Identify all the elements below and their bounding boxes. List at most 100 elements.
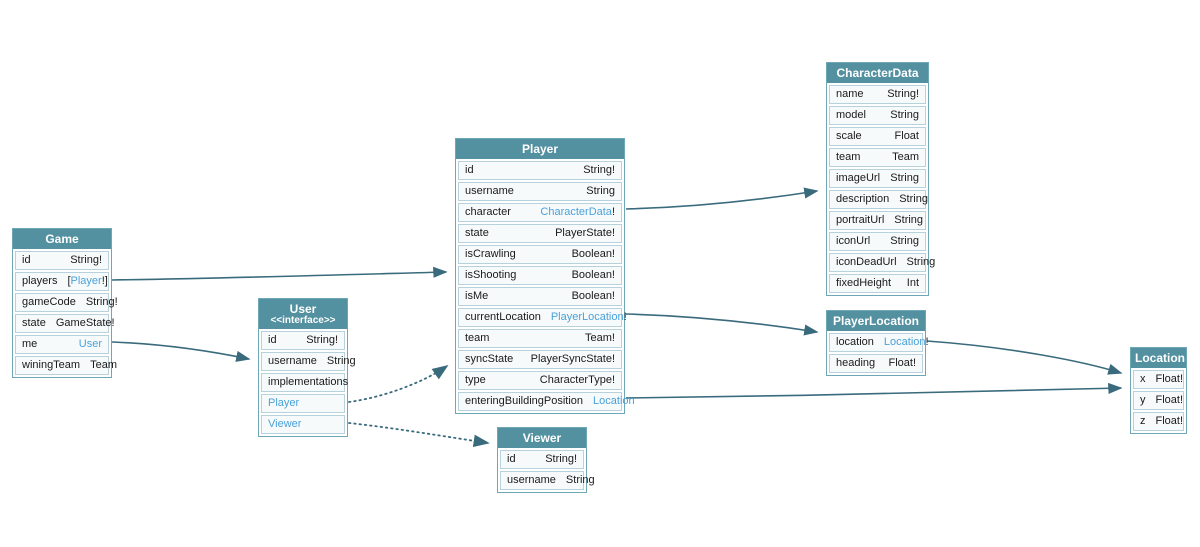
- player-field-character[interactable]: character CharacterData!: [458, 203, 622, 222]
- field-name: winingTeam: [22, 359, 81, 371]
- field-type: String: [890, 235, 919, 247]
- field-name: iconDeadUrl: [836, 256, 897, 268]
- type-link-CharacterData[interactable]: CharacterData: [540, 206, 612, 218]
- player-field-type[interactable]: type CharacterType!: [458, 371, 622, 390]
- field-type: GameState!: [55, 317, 115, 329]
- game-field-winingTeam[interactable]: winingTeam Team: [15, 356, 117, 375]
- field-name: name: [836, 88, 864, 100]
- field-type: String!: [887, 88, 919, 100]
- field-name: state: [465, 227, 489, 239]
- location-field-z[interactable]: z Float!: [1133, 412, 1184, 431]
- field-type: Int: [906, 277, 919, 289]
- field-type: String!: [306, 334, 338, 346]
- field-type: CharacterType!: [539, 374, 615, 386]
- playerlocation-field-heading[interactable]: heading Float!: [829, 354, 923, 373]
- type-link-Location[interactable]: Location: [593, 395, 635, 407]
- field-name: x: [1140, 373, 1146, 385]
- type-link-User[interactable]: User: [78, 338, 102, 350]
- field-type: CharacterData!: [540, 206, 615, 218]
- characterdata-header[interactable]: CharacterData: [827, 63, 928, 83]
- field-name: fixedHeight: [836, 277, 892, 289]
- field-type: Float!: [888, 357, 916, 369]
- field-type: Team: [90, 359, 117, 371]
- field-name: players: [22, 275, 58, 287]
- field-type: PlayerSyncState!: [530, 353, 615, 365]
- user-field-implementations[interactable]: implementations: [261, 373, 348, 392]
- field-name[interactable]: Viewer: [268, 418, 302, 430]
- user-header[interactable]: User<<interface>>: [259, 299, 347, 329]
- field-name[interactable]: Player: [268, 397, 300, 409]
- field-name: z: [1140, 415, 1146, 427]
- field-name: id: [507, 453, 516, 465]
- field-type: Location: [593, 395, 635, 408]
- characterdata-field-name[interactable]: name String!: [829, 85, 926, 104]
- field-name: character: [465, 206, 511, 218]
- field-name: model: [836, 109, 866, 121]
- characterdata-field-imageUrl[interactable]: imageUrl String: [829, 169, 926, 188]
- type-link-Player[interactable]: Player: [70, 275, 102, 287]
- field-name: type: [465, 374, 486, 386]
- field-name: team: [465, 332, 490, 344]
- characterdata-title: CharacterData: [836, 66, 919, 80]
- user-field-id[interactable]: id String!: [261, 331, 345, 350]
- type-link-PlayerLocation[interactable]: PlayerLocation: [550, 311, 624, 323]
- location-field-x[interactable]: x Float!: [1133, 370, 1184, 389]
- field-type: String: [899, 193, 928, 205]
- field-type: String: [326, 355, 356, 367]
- edge-user-player-to-player: [348, 364, 449, 403]
- playerlocation-header[interactable]: PlayerLocation: [827, 311, 925, 331]
- user-field-Player[interactable]: Player: [261, 394, 345, 413]
- field-type: Float!: [1155, 373, 1184, 385]
- player-header[interactable]: Player: [456, 139, 624, 159]
- field-type: String: [890, 172, 919, 184]
- game-header[interactable]: Game: [13, 229, 111, 249]
- field-name: currentLocation: [465, 311, 541, 323]
- field-type: Float!: [1155, 415, 1184, 427]
- type-link-Location[interactable]: Location: [883, 336, 926, 348]
- field-name: heading: [836, 357, 876, 369]
- field-name: gameCode: [22, 296, 76, 308]
- field-name: imageUrl: [836, 172, 881, 184]
- field-name: team: [836, 151, 861, 163]
- field-name: id: [268, 334, 277, 346]
- characterdata-field-fixedHeight[interactable]: fixedHeight Int: [829, 274, 926, 293]
- viewer-header[interactable]: Viewer: [498, 428, 586, 448]
- game-field-players[interactable]: players[Player!]: [15, 272, 109, 291]
- user-field-Viewer[interactable]: Viewer: [261, 415, 345, 434]
- location-header[interactable]: Location: [1131, 348, 1186, 368]
